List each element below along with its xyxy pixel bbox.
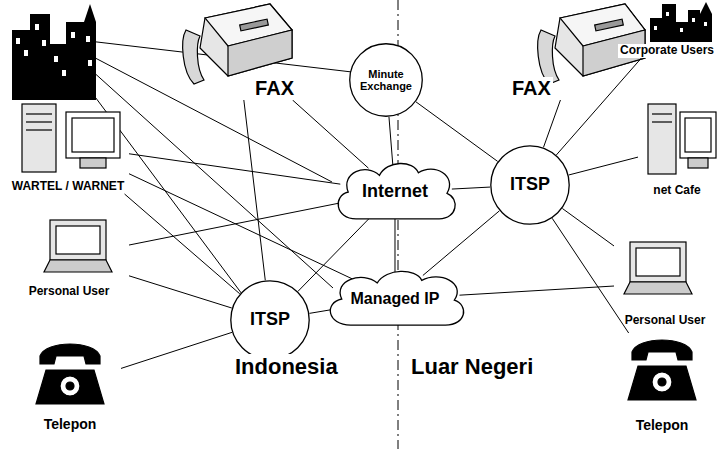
fax-icon	[183, 4, 292, 84]
network-link	[459, 286, 614, 295]
fax-node: FAX	[180, 2, 296, 100]
icon-caption: FAX	[510, 77, 553, 100]
internet-cloud: Internet	[330, 160, 460, 224]
phone-node: Telepon	[19, 338, 121, 432]
node-label: Managed IP	[351, 290, 440, 308]
network-link	[423, 211, 500, 276]
network-link	[293, 100, 369, 168]
icon-caption: Personal User	[614, 314, 716, 328]
icon-caption: FAX	[253, 77, 296, 100]
network-link	[121, 332, 232, 368]
phone-icon	[628, 340, 696, 400]
network-link	[556, 58, 641, 155]
node-label: Internet	[362, 182, 428, 202]
region-label: Luar Negeri	[408, 354, 536, 380]
node-label: ITSP	[250, 310, 290, 330]
itsp-circle: ITSP	[490, 145, 570, 225]
node-label: ITSP	[510, 175, 550, 195]
netcafe-node: net Cafe	[638, 96, 716, 198]
network-link	[125, 194, 240, 294]
region-label: Indonesia	[232, 354, 341, 380]
personal-user-node: Personal User	[614, 238, 716, 328]
icon-caption: Telepon	[19, 416, 121, 432]
icon-caption: Corporate Users	[618, 44, 716, 58]
network-link	[452, 187, 490, 189]
managed-ip-cloud: Managed IP	[321, 268, 469, 330]
network-link	[129, 174, 353, 279]
exchange-circle: Minute Exchange	[349, 43, 423, 117]
laptop-icon	[624, 242, 692, 294]
city-icon	[12, 4, 96, 100]
network-link	[129, 276, 232, 308]
computer-icon	[22, 104, 120, 172]
network-link	[389, 117, 393, 165]
icon-caption: Telepon	[611, 417, 713, 433]
network-link	[129, 154, 340, 184]
phone-node: Telepon	[611, 333, 713, 433]
icon-caption: WARTEL / WARNET	[7, 180, 129, 194]
icon-caption: net Cafe	[638, 184, 716, 198]
itsp-circle: ITSP	[230, 280, 310, 360]
network-link	[416, 102, 498, 162]
network-link	[552, 218, 628, 333]
city-icon	[650, 2, 712, 42]
network-link	[569, 157, 638, 175]
network-link	[394, 219, 395, 273]
city-wires	[75, 40, 352, 294]
network-link	[129, 202, 342, 245]
icon-caption: Personal User	[9, 285, 129, 299]
node-label: Minute Exchange	[356, 68, 416, 92]
corporate-node: Corporate Users	[616, 2, 716, 58]
personal-user-node: Personal User	[9, 215, 129, 299]
computer-icon	[648, 104, 716, 174]
phone-icon	[36, 344, 104, 404]
wartel-node: WARTEL / WARNET	[7, 96, 129, 194]
laptop-icon	[44, 220, 112, 272]
network-link	[244, 100, 265, 280]
network-link	[543, 100, 560, 147]
network-link	[562, 208, 614, 245]
